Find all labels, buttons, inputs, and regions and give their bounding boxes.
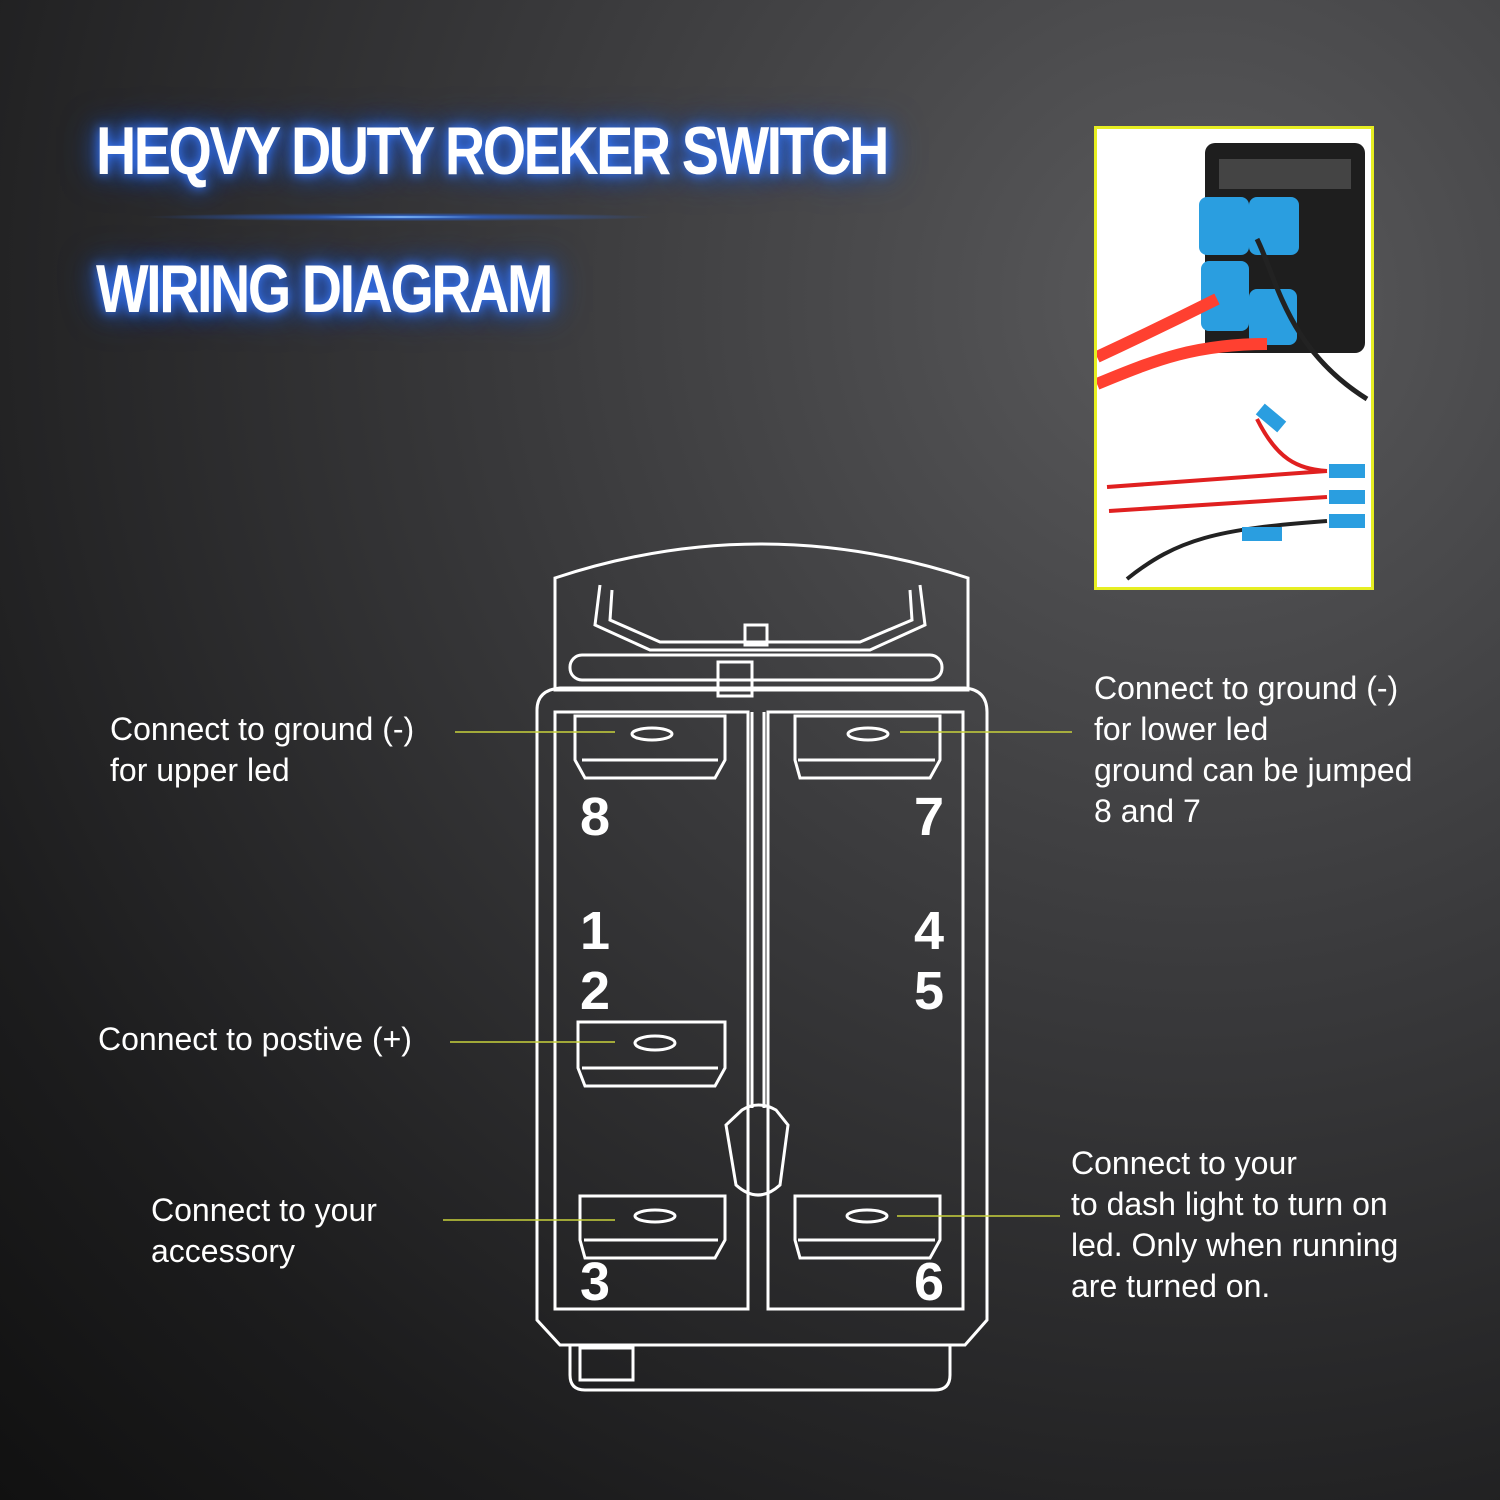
label-positive: Connect to postive (+): [98, 1019, 412, 1060]
pin-6: 6: [914, 1252, 945, 1312]
pin-8: 8: [580, 787, 611, 847]
terminal-6: [793, 1194, 942, 1260]
terminal-2: [576, 1020, 727, 1088]
label-line: Connect to your: [151, 1192, 377, 1228]
label-dash-light: Connect to your to dash light to turn on…: [1071, 1143, 1398, 1307]
pin-3: 3: [580, 1252, 611, 1312]
pin-7: 7: [914, 787, 945, 847]
label-ground-lower-led: Connect to ground (-) for lower led grou…: [1094, 668, 1412, 832]
label-line: accessory: [151, 1233, 296, 1269]
label-line: Connect to ground (-): [1094, 670, 1399, 706]
switch-body: [535, 686, 989, 1347]
title-line-2: WIRING DIAGRAM: [96, 251, 553, 327]
terminal-7: [793, 714, 942, 780]
label-line: for upper led: [110, 752, 290, 788]
terminal-3: [578, 1194, 727, 1260]
pin-1: 1: [580, 901, 611, 961]
label-line: to dash light to turn on: [1071, 1186, 1388, 1222]
label-line: ground can be jumped: [1094, 752, 1413, 788]
label-line: 8 and 7: [1094, 793, 1201, 829]
label-line: are turned on.: [1071, 1268, 1271, 1304]
title-line-1: HEQVY DUTY ROEKER SWITCH: [96, 113, 889, 189]
label-line: Connect to postive (+): [98, 1021, 412, 1057]
pin-5: 5: [914, 961, 945, 1021]
label-line: Connect to ground (-): [110, 711, 415, 747]
pin-4: 4: [914, 901, 945, 961]
label-line: Connect to your: [1071, 1145, 1297, 1181]
product-photo: [1094, 126, 1374, 590]
label-accessory: Connect to your accessory: [151, 1190, 377, 1272]
terminal-8: [573, 714, 727, 780]
switch-cap: [553, 542, 970, 692]
light-flare: [100, 212, 700, 222]
pin-2: 2: [580, 961, 611, 1021]
leader-lines: [443, 731, 1072, 1221]
actuator: [724, 1103, 790, 1197]
label-line: led. Only when running: [1071, 1227, 1399, 1263]
label-ground-upper-led: Connect to ground (-) for upper led: [110, 709, 414, 791]
label-line: for lower led: [1094, 711, 1269, 747]
